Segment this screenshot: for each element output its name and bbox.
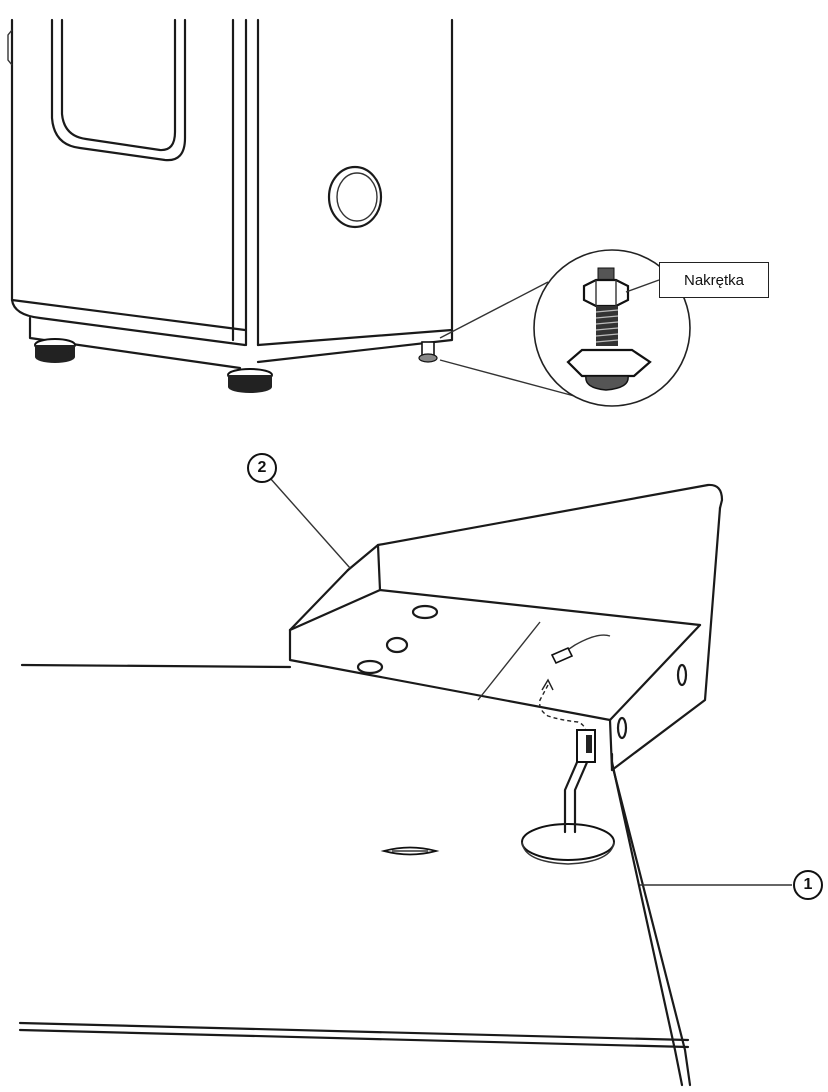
foot-left — [34, 338, 76, 363]
leader-2 — [269, 477, 351, 569]
round-port — [327, 165, 383, 229]
callout-1: 1 — [793, 870, 823, 900]
cabinet-unit — [7, 18, 454, 393]
nut-shape — [582, 278, 630, 308]
zoom-line-bottom — [439, 359, 579, 398]
magnified-foot-detail — [533, 249, 691, 407]
nut-label: Nakrętka — [659, 262, 769, 298]
zoom-line-top — [439, 281, 549, 339]
callout-2: 2 — [247, 453, 277, 483]
foot-middle — [227, 368, 273, 393]
floor-sensor — [521, 729, 615, 865]
mounting-bracket — [288, 483, 724, 772]
floor-panel — [18, 663, 692, 1087]
nut-leader-line — [625, 279, 660, 293]
foot-right — [418, 341, 438, 363]
